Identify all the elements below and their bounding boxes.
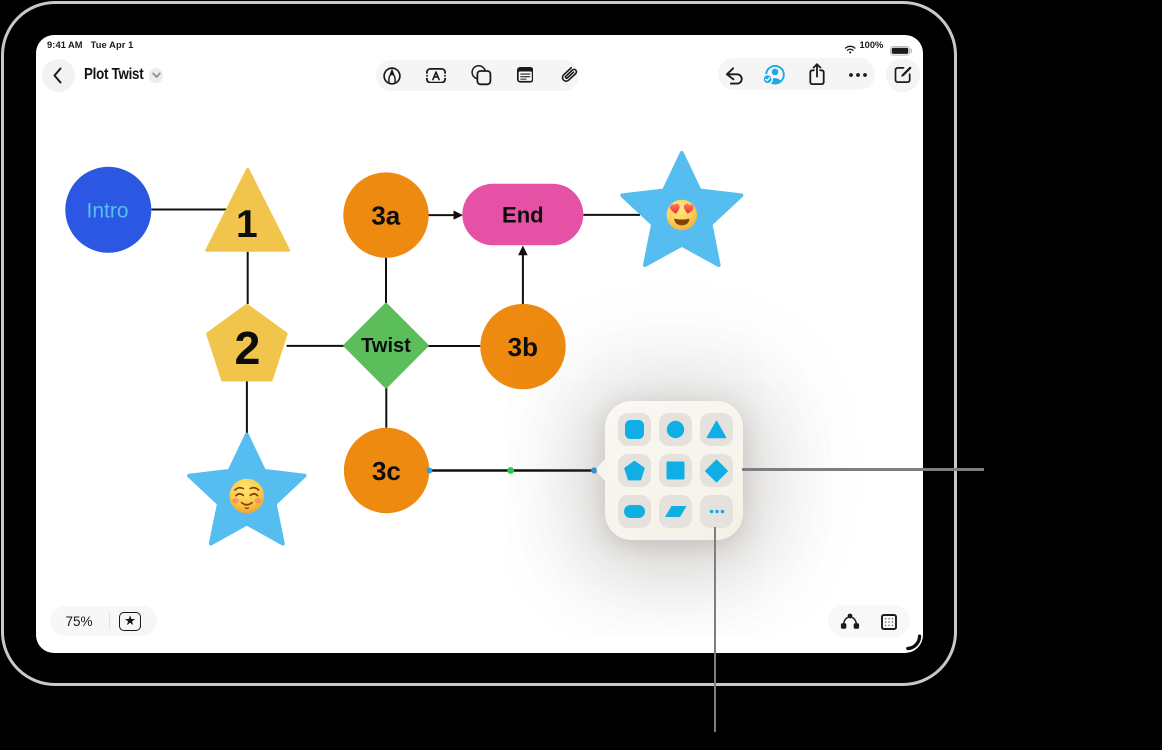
svg-text:3b: 3b [508, 332, 538, 362]
svg-text:3c: 3c [372, 455, 401, 485]
svg-text:2: 2 [234, 322, 260, 374]
svg-text:3a: 3a [371, 200, 400, 230]
svg-text:1: 1 [236, 203, 258, 246]
svg-text:Intro: Intro [86, 199, 128, 222]
svg-text:Twist: Twist [361, 334, 411, 356]
svg-text:End: End [502, 202, 544, 227]
